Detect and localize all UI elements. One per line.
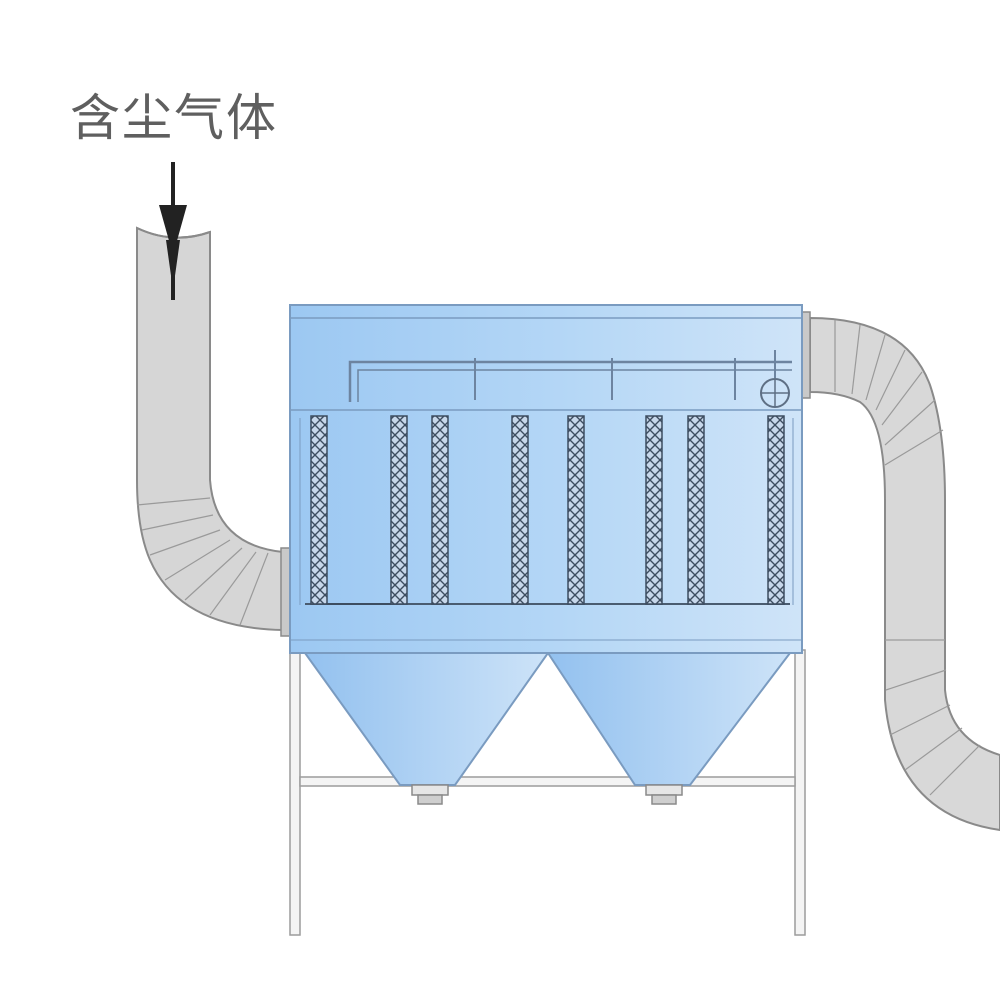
inlet-label: 含尘气体	[70, 89, 278, 147]
filter-bag-group-1	[310, 415, 408, 605]
discharge-outlet-2	[645, 784, 683, 805]
valve-icon	[760, 378, 790, 408]
hoppers	[303, 652, 793, 805]
filter-housing	[289, 304, 803, 654]
outlet-duct	[799, 311, 1000, 832]
arrow-down-icon	[159, 162, 187, 300]
filter-bag-group-2	[431, 415, 529, 605]
filter-bags	[310, 415, 785, 605]
inlet-duct	[136, 226, 291, 637]
filter-bag-group-4	[687, 415, 785, 605]
discharge-outlet-1	[411, 784, 449, 805]
filter-bag-group-3	[567, 415, 663, 605]
